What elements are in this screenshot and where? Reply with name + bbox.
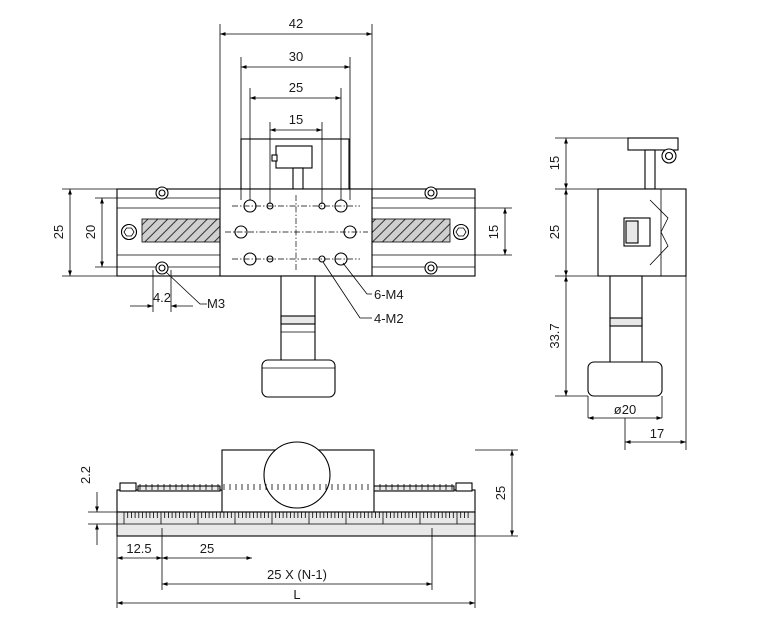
front-dim-25-pitch: 25 bbox=[200, 541, 214, 556]
front-view-dimensions: 2.2 25 12.5 25 25 X (N-1) L bbox=[78, 449, 518, 608]
hex-screw-left-icon bbox=[120, 223, 138, 241]
micrometer-knob bbox=[261, 359, 336, 398]
front-dim-12-5: 12.5 bbox=[126, 541, 151, 556]
dim-15: 15 bbox=[289, 112, 303, 127]
dim-42: 42 bbox=[289, 16, 303, 31]
front-dim-25: 25 bbox=[493, 486, 508, 500]
rack-left bbox=[141, 218, 221, 243]
side-knob bbox=[587, 361, 663, 397]
callout-4-m2: 4-M2 bbox=[374, 311, 404, 326]
front-dim-2-2: 2.2 bbox=[78, 466, 93, 484]
top-view-dimensions: 42 30 25 15 25 20 15 4.2 M3 6-M4 bbox=[51, 16, 512, 326]
side-dim-25: 25 bbox=[547, 225, 562, 239]
base-holes bbox=[155, 186, 438, 275]
dim-4-2: 4.2 bbox=[153, 290, 171, 305]
front-dim-pitch-formula: 25 X (N-1) bbox=[267, 567, 327, 582]
dim-25-height: 25 bbox=[51, 225, 66, 239]
front-dim-length: L bbox=[293, 587, 300, 602]
dim-30: 30 bbox=[289, 49, 303, 64]
callout-6-m4: 6-M4 bbox=[374, 287, 404, 302]
rack-right bbox=[371, 218, 451, 243]
top-view bbox=[116, 138, 476, 398]
side-view bbox=[587, 137, 687, 397]
side-view-dimensions: 15 25 33.7 ø20 17 bbox=[547, 137, 687, 450]
hex-screw-right-icon bbox=[452, 223, 470, 241]
dim-20-height: 20 bbox=[83, 225, 98, 239]
side-dim-15: 15 bbox=[547, 156, 562, 170]
front-knob bbox=[263, 441, 331, 509]
callout-m3: M3 bbox=[207, 296, 225, 311]
side-dim-17: 17 bbox=[650, 426, 664, 441]
dim-15-height: 15 bbox=[486, 225, 501, 239]
dim-25: 25 bbox=[289, 80, 303, 95]
front-view bbox=[116, 441, 476, 537]
side-dim-dia-20: ø20 bbox=[614, 402, 636, 417]
side-dim-33-7: 33.7 bbox=[547, 323, 562, 348]
